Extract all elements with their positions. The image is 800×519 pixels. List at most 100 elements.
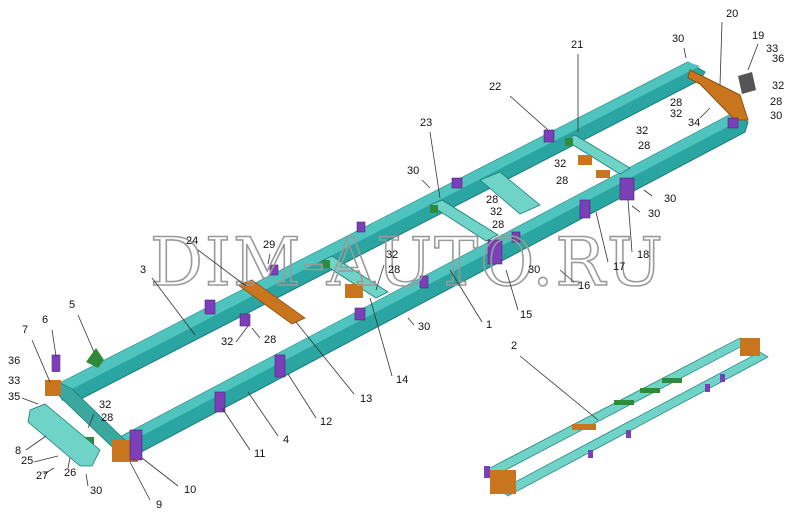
callout-label-32h: 32 xyxy=(99,399,111,411)
leader-line-1 xyxy=(449,269,483,323)
callout-label-10: 10 xyxy=(184,484,196,496)
callout-label-28g: 28 xyxy=(388,264,400,276)
orange-plate-b xyxy=(578,155,592,165)
callout-label-28e: 28 xyxy=(486,194,498,206)
callout-label-13: 13 xyxy=(360,393,372,405)
callout-label-23: 23 xyxy=(420,117,432,129)
leader-line-25 xyxy=(33,455,59,463)
leader-line-30a xyxy=(683,47,687,59)
leader-line-20 xyxy=(719,21,723,86)
orange-plate-c xyxy=(596,170,610,178)
leader-line-32f xyxy=(375,264,385,291)
callout-label-30f: 30 xyxy=(528,264,540,276)
callout-label-20: 20 xyxy=(726,8,738,20)
callout-label-6: 6 xyxy=(42,314,48,326)
callout-label-18: 18 xyxy=(637,249,649,261)
callout-label-11: 11 xyxy=(254,448,265,460)
callout-label-34: 34 xyxy=(688,117,700,129)
overview-brackets xyxy=(484,374,725,478)
leader-line-14 xyxy=(369,297,393,377)
callout-label-15: 15 xyxy=(520,309,532,321)
callout-label-22: 22 xyxy=(489,81,501,93)
callout-label-16: 16 xyxy=(578,280,590,292)
leader-line-15 xyxy=(505,269,519,311)
leader-line-30h xyxy=(85,473,89,487)
leader-line-30g xyxy=(407,317,415,326)
orange-plate-e xyxy=(45,380,61,396)
leader-line-12 xyxy=(287,373,317,419)
callout-label-26: 26 xyxy=(64,467,76,479)
callout-label-32b: 32 xyxy=(670,108,682,120)
leader-line-24 xyxy=(197,249,247,287)
leader-line-2 xyxy=(519,355,599,421)
callout-label-28f: 28 xyxy=(492,219,504,231)
leader-line-34 xyxy=(699,107,711,119)
leader-line-7 xyxy=(31,339,51,383)
callout-label-21: 21 xyxy=(571,39,583,51)
callout-label-27: 27 xyxy=(36,470,48,482)
leader-line-6 xyxy=(51,329,57,357)
callout-label-30g: 30 xyxy=(418,321,430,333)
part-5 xyxy=(86,348,104,368)
leader-line-11 xyxy=(221,407,251,451)
leader-line-26 xyxy=(67,457,71,469)
leader-line-13 xyxy=(295,321,355,395)
leader-line-30e xyxy=(631,205,641,213)
overview-rail-lower xyxy=(499,351,769,497)
callout-label-32d: 32 xyxy=(554,158,566,170)
leader-line-32g xyxy=(235,325,249,343)
leader-line-4 xyxy=(247,391,279,437)
callout-label-32a: 32 xyxy=(772,80,784,92)
callout-label-8: 8 xyxy=(15,445,21,457)
leader-line-3 xyxy=(151,277,196,336)
leader-line-8 xyxy=(25,435,47,451)
overview-frame xyxy=(484,337,769,497)
callout-label-33b: 33 xyxy=(8,375,20,387)
crossmember-21 xyxy=(564,134,631,175)
leader-line-19 xyxy=(747,43,759,71)
orange-plate-a xyxy=(345,284,363,298)
callout-label-28c: 28 xyxy=(638,140,650,152)
leader-line-35 xyxy=(21,397,39,405)
overview-rail-upper xyxy=(485,337,749,477)
callout-label-4: 4 xyxy=(283,434,289,446)
overview-green-members xyxy=(614,378,682,405)
leader-line-23 xyxy=(429,131,441,199)
callout-label-32f: 32 xyxy=(386,249,398,261)
callout-label-19: 19 xyxy=(752,30,764,42)
callout-label-12: 12 xyxy=(320,416,332,428)
leader-line-9 xyxy=(129,461,151,501)
callout-label-7: 7 xyxy=(22,324,28,336)
callout-label-24: 24 xyxy=(186,235,198,247)
callout-label-36b: 36 xyxy=(8,355,20,367)
leader-line-27 xyxy=(43,467,55,475)
callout-label-28h: 28 xyxy=(264,334,276,346)
callout-label-25: 25 xyxy=(21,455,33,467)
callout-label-28b: 28 xyxy=(670,97,682,109)
leader-lines xyxy=(21,21,759,501)
callout-label-30d: 30 xyxy=(664,193,676,205)
callout-label-28d: 28 xyxy=(556,175,568,187)
callout-label-36a: 36 xyxy=(772,53,784,65)
callout-label-29: 29 xyxy=(263,239,275,251)
leader-line-17 xyxy=(595,211,609,263)
watermark-text: DIM-AUTO.RU xyxy=(150,224,665,301)
leader-line-18 xyxy=(627,199,633,253)
callout-label-28i: 28 xyxy=(101,412,113,424)
upper-rail-top-face xyxy=(60,62,700,389)
callout-label-30b: 30 xyxy=(770,110,782,122)
callout-label-9: 9 xyxy=(156,499,162,511)
callout-label-14: 14 xyxy=(396,374,408,386)
crossmember-23 xyxy=(429,199,499,242)
part-6 xyxy=(52,356,60,372)
leader-line-5 xyxy=(77,314,95,353)
callout-label-32g: 32 xyxy=(221,336,233,348)
callout-label-32e: 32 xyxy=(490,206,502,218)
leader-line-28h xyxy=(251,327,261,339)
callout-label-30a: 30 xyxy=(672,33,684,45)
callout-label-28a: 28 xyxy=(770,96,782,108)
crossmember-box xyxy=(479,171,541,215)
callout-label-1: 1 xyxy=(486,319,492,331)
